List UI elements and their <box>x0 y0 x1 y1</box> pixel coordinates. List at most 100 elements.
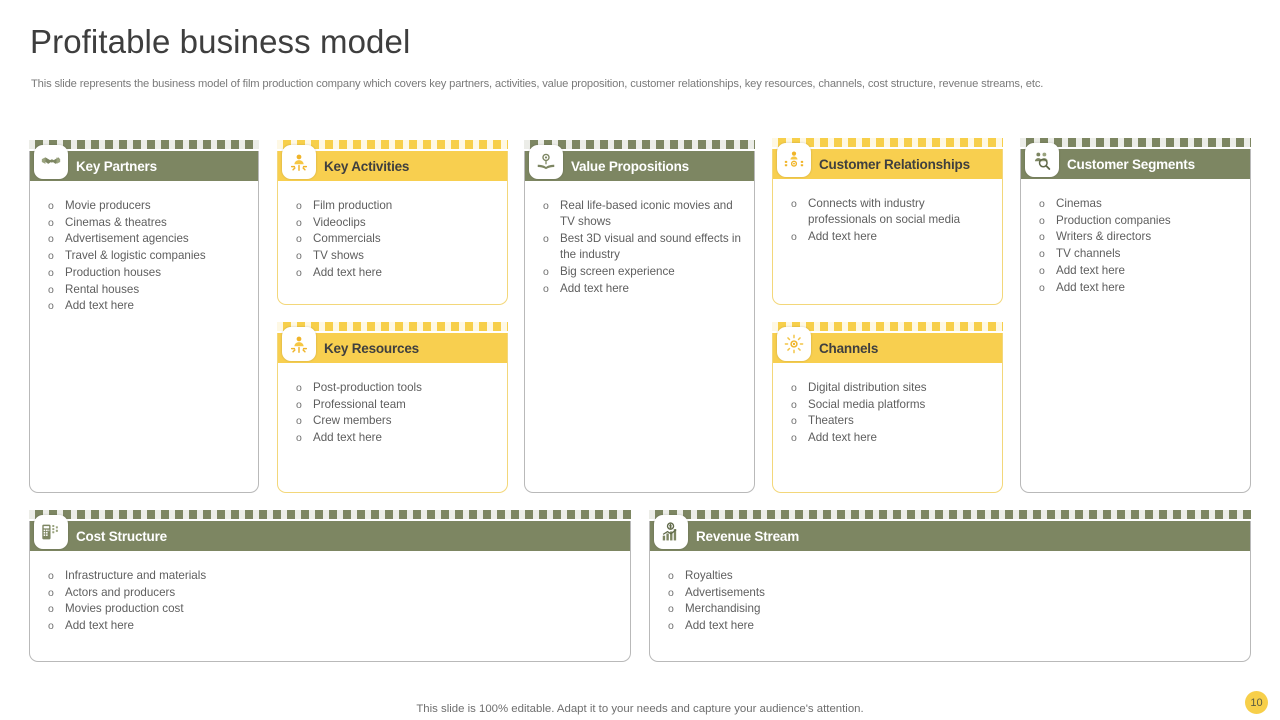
list-item[interactable]: Videoclips <box>290 215 497 231</box>
card-header: Value Propositions <box>525 145 754 181</box>
filmstrip-decoration <box>772 138 1003 147</box>
people-network-icon <box>777 143 811 177</box>
list-item[interactable]: Movies production cost <box>42 601 620 617</box>
list-item[interactable]: Production companies <box>1033 213 1240 229</box>
list-item[interactable]: Add text here <box>1033 280 1240 296</box>
list-item[interactable]: Rental houses <box>42 282 248 298</box>
card-bullet-list: Connects with industry professionals on … <box>773 196 1002 245</box>
canvas-card-customer-segments[interactable]: Customer SegmentsCinemasProduction compa… <box>1020 138 1251 493</box>
card-bullet-list: Post-production toolsProfessional teamCr… <box>278 380 507 447</box>
list-item[interactable]: Theaters <box>785 413 992 429</box>
list-item[interactable]: Big screen experience <box>537 264 744 280</box>
list-item[interactable]: Add text here <box>290 265 497 281</box>
card-header: Cost Structure <box>30 515 630 551</box>
list-item[interactable]: Movie producers <box>42 198 248 214</box>
filmstrip-decoration <box>277 322 508 331</box>
list-item[interactable]: Crew members <box>290 413 497 429</box>
list-item[interactable]: Royalties <box>662 568 1240 584</box>
canvas-card-value-propositions[interactable]: Value PropositionsReal life-based iconic… <box>524 140 755 493</box>
card-title: Value Propositions <box>571 158 689 174</box>
filmstrip-decoration <box>524 140 755 149</box>
list-item[interactable]: Travel & logistic companies <box>42 248 248 264</box>
canvas-card-key-activities[interactable]: Key ActivitiesFilm productionVideoclipsC… <box>277 140 508 305</box>
list-item[interactable]: Writers & directors <box>1033 229 1240 245</box>
card-bullet-list: Movie producersCinemas & theatresAdverti… <box>30 198 258 315</box>
card-body: Revenue StreamRoyaltiesAdvertisementsMer… <box>649 515 1251 662</box>
audience-search-icon <box>1025 143 1059 177</box>
list-item[interactable]: Advertisement agencies <box>42 231 248 247</box>
card-body: Customer SegmentsCinemasProduction compa… <box>1020 143 1251 493</box>
list-item[interactable]: Connects with industry professionals on … <box>785 196 992 228</box>
card-header: Key Resources <box>278 327 507 363</box>
broadcast-icon <box>777 327 811 361</box>
card-title: Customer Segments <box>1067 156 1195 172</box>
list-item[interactable]: Add text here <box>42 298 248 314</box>
page-subtitle: This slide represents the business model… <box>31 78 1044 90</box>
canvas-card-channels[interactable]: ChannelsDigital distribution sitesSocial… <box>772 322 1003 493</box>
list-item[interactable]: Add text here <box>785 229 992 245</box>
card-title: Key Activities <box>324 158 410 174</box>
card-title: Revenue Stream <box>696 528 799 544</box>
filmstrip-decoration <box>649 510 1251 519</box>
card-title: Customer Relationships <box>819 156 970 172</box>
list-item[interactable]: Post-production tools <box>290 380 497 396</box>
money-chart-icon <box>654 515 688 549</box>
list-item[interactable]: Add text here <box>785 430 992 446</box>
list-item[interactable]: Cinemas & theatres <box>42 215 248 231</box>
card-header: Customer Relationships <box>773 143 1002 179</box>
card-bullet-list: RoyaltiesAdvertisementsMerchandisingAdd … <box>650 568 1250 635</box>
filmstrip-decoration <box>29 510 631 519</box>
card-bullet-list: CinemasProduction companiesWriters & dir… <box>1021 196 1250 296</box>
filmstrip-decoration <box>29 140 259 149</box>
card-header: Key Activities <box>278 145 507 181</box>
card-body: Key ActivitiesFilm productionVideoclipsC… <box>277 145 508 305</box>
list-item[interactable]: Add text here <box>537 281 744 297</box>
card-title: Cost Structure <box>76 528 167 544</box>
list-item[interactable]: Commercials <box>290 231 497 247</box>
flower-book-icon <box>529 145 563 179</box>
list-item[interactable]: Add text here <box>662 618 1240 634</box>
list-item[interactable]: Film production <box>290 198 497 214</box>
card-bullet-list: Digital distribution sitesSocial media p… <box>773 380 1002 447</box>
page-title: Profitable business model <box>30 23 411 60</box>
list-item[interactable]: Digital distribution sites <box>785 380 992 396</box>
card-title: Channels <box>819 340 879 356</box>
list-item[interactable]: Advertisements <box>662 585 1240 601</box>
card-header: Revenue Stream <box>650 515 1250 551</box>
list-item[interactable]: Add text here <box>42 618 620 634</box>
list-item[interactable]: Merchandising <box>662 601 1240 617</box>
list-item[interactable]: Real life-based iconic movies and TV sho… <box>537 198 744 230</box>
canvas-card-cost-structure[interactable]: Cost StructureInfrastructure and materia… <box>29 510 631 662</box>
card-title: Key Partners <box>76 158 157 174</box>
gear-person-icon <box>282 327 316 361</box>
handshake-icon <box>34 145 68 179</box>
canvas-card-customer-relationships[interactable]: Customer RelationshipsConnects with indu… <box>772 138 1003 305</box>
canvas-card-key-resources[interactable]: Key ResourcesPost-production toolsProfes… <box>277 322 508 493</box>
card-body: Key ResourcesPost-production toolsProfes… <box>277 327 508 493</box>
list-item[interactable]: Cinemas <box>1033 196 1240 212</box>
card-body: Customer RelationshipsConnects with indu… <box>772 143 1003 305</box>
card-body: Key PartnersMovie producersCinemas & the… <box>29 145 259 493</box>
card-bullet-list: Infrastructure and materialsActors and p… <box>30 568 630 635</box>
page-number-badge: 10 <box>1245 691 1268 714</box>
list-item[interactable]: Add text here <box>1033 263 1240 279</box>
list-item[interactable]: Social media platforms <box>785 397 992 413</box>
list-item[interactable]: Best 3D visual and sound effects in the … <box>537 231 744 263</box>
list-item[interactable]: Add text here <box>290 430 497 446</box>
card-header: Key Partners <box>30 145 258 181</box>
card-body: Value PropositionsReal life-based iconic… <box>524 145 755 493</box>
list-item[interactable]: TV channels <box>1033 246 1240 262</box>
list-item[interactable]: Infrastructure and materials <box>42 568 620 584</box>
list-item[interactable]: Professional team <box>290 397 497 413</box>
list-item[interactable]: TV shows <box>290 248 497 264</box>
canvas-card-revenue-stream[interactable]: Revenue StreamRoyaltiesAdvertisementsMer… <box>649 510 1251 662</box>
list-item[interactable]: Production houses <box>42 265 248 281</box>
card-body: Cost StructureInfrastructure and materia… <box>29 515 631 662</box>
list-item[interactable]: Actors and producers <box>42 585 620 601</box>
card-title: Key Resources <box>324 340 419 356</box>
gear-person-icon <box>282 145 316 179</box>
filmstrip-decoration <box>772 322 1003 331</box>
canvas-card-key-partners[interactable]: Key PartnersMovie producersCinemas & the… <box>29 140 259 493</box>
card-bullet-list: Real life-based iconic movies and TV sho… <box>525 198 754 297</box>
